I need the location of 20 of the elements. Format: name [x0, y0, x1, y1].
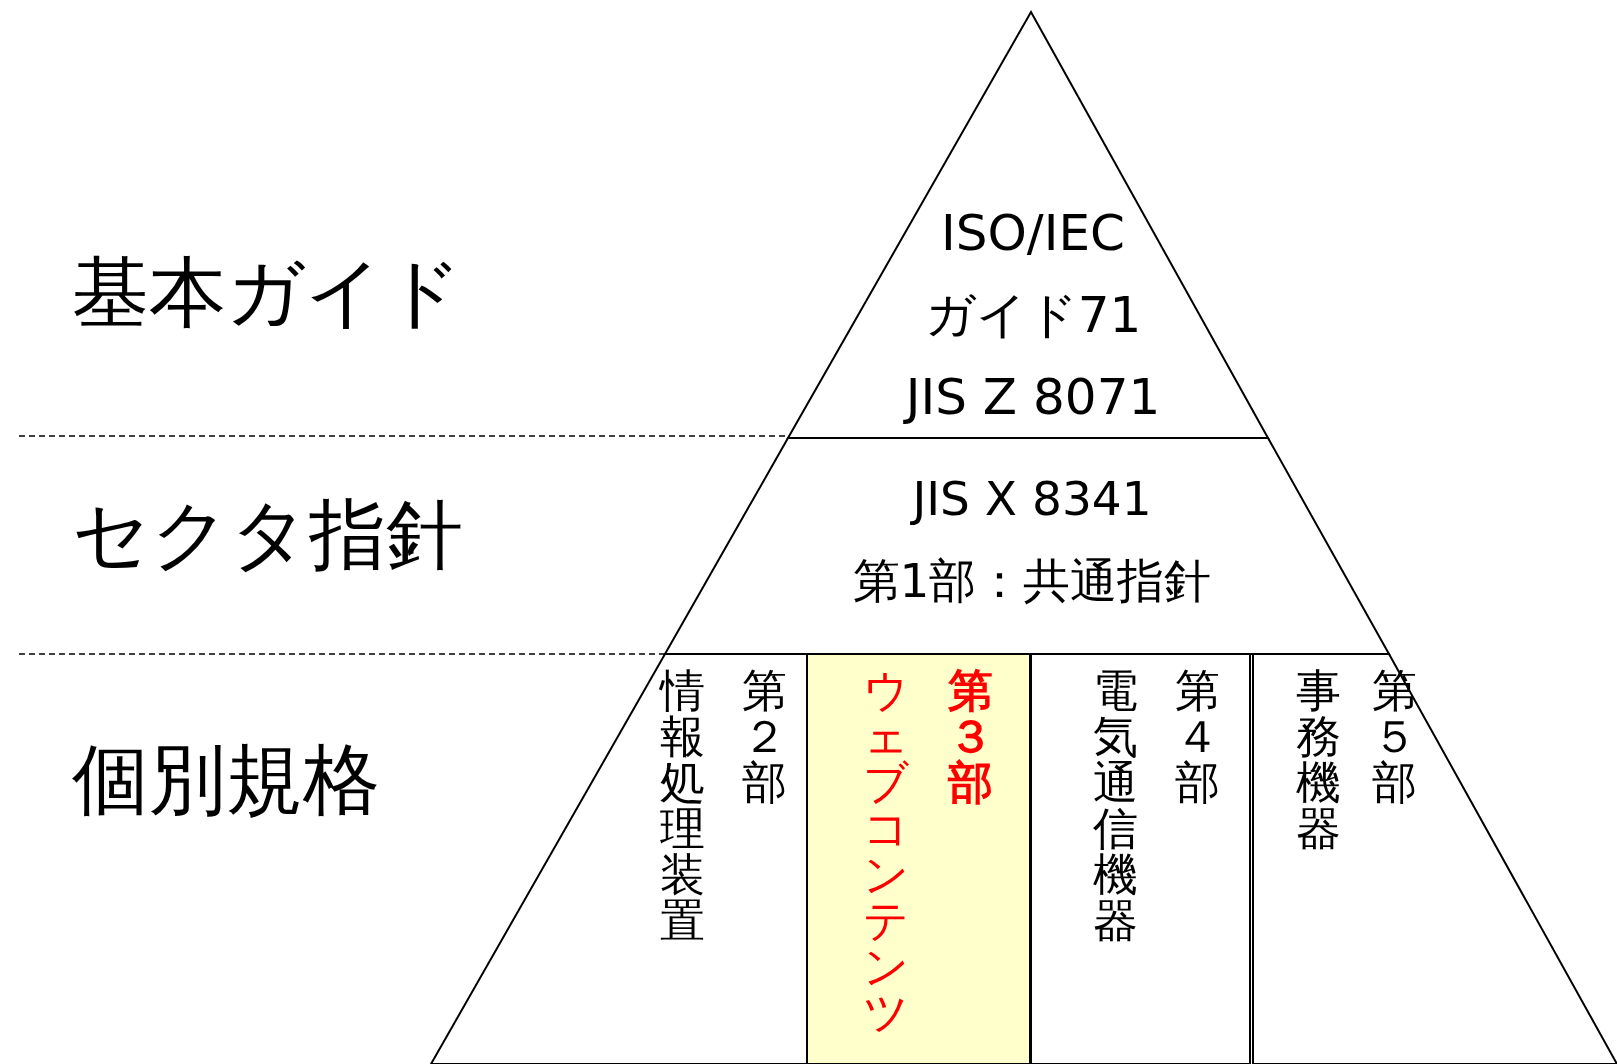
- part-number: 第３部: [946, 668, 994, 806]
- highlighted-column: [807, 654, 1030, 1064]
- part-title: ウェブコンテンツ: [862, 668, 910, 1036]
- pyramid-tier: [788, 12, 1268, 438]
- part-number: 第４部: [1173, 668, 1221, 806]
- part-title: 事務機器: [1294, 668, 1342, 852]
- part-number: 第２部: [740, 668, 788, 806]
- standard-name: JIS Z 8071: [902, 367, 1162, 428]
- standard-name: JIS X 8341: [909, 470, 1153, 528]
- part-title: 電気通信機器: [1091, 668, 1139, 944]
- pyramid-tier: [665, 438, 1389, 654]
- standard-name: ISO/IEC ガイド71: [923, 203, 1143, 346]
- tier-label: セクタ指針: [72, 496, 463, 573]
- tier-label: 基本ガイド: [72, 254, 463, 331]
- column-cell: [431, 654, 807, 1064]
- column-cell: [1253, 654, 1617, 1064]
- tier-label: 個別規格: [72, 741, 380, 818]
- standard-name: 第1部：共通指針: [851, 552, 1213, 610]
- part-title: 情報処理装置: [658, 668, 706, 944]
- column-cell: [1031, 654, 1250, 1064]
